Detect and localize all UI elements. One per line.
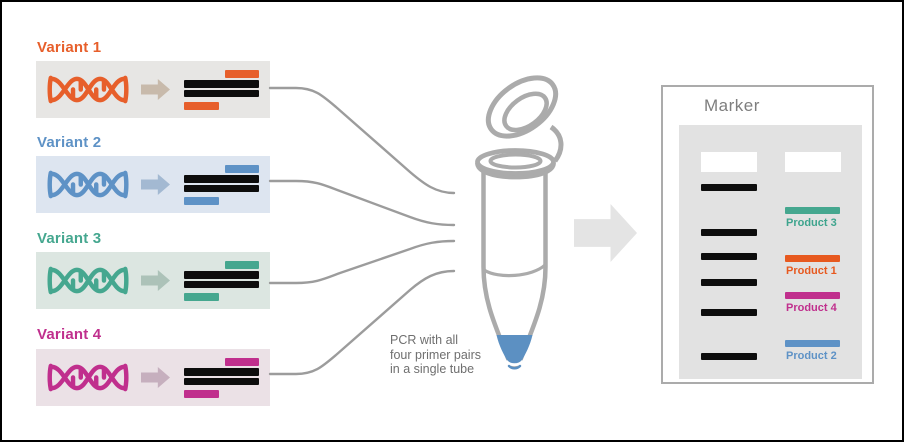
product-1-band <box>785 255 840 262</box>
dna-helix-icon <box>45 266 132 295</box>
gel-well-marker-lane <box>701 152 757 172</box>
pcr-caption: PCR with all four primer pairs in a sing… <box>390 333 520 377</box>
dna-helix-icon <box>45 75 132 104</box>
template-strand-bar <box>184 80 259 88</box>
reverse-primer-bar <box>184 390 219 398</box>
marker-band <box>701 184 757 191</box>
variant-2-panel <box>36 156 270 213</box>
template-strand-bar <box>184 184 259 192</box>
template-strand-bar <box>184 89 259 97</box>
pcr-tube-illustration <box>475 75 564 370</box>
primer-pair-diagram <box>184 358 259 399</box>
variant-4-label: Variant 4 <box>37 326 102 343</box>
template-strand-bar <box>184 271 259 279</box>
gel-result-panel: Marker Product 3 Product 1 Product 4 Pro… <box>661 85 874 384</box>
reverse-primer-bar <box>184 293 219 301</box>
transform-arrow-icon <box>141 270 170 291</box>
variant-1-panel <box>36 61 270 118</box>
gel-title: Marker <box>704 96 760 115</box>
product-1-label: Product 1 <box>786 265 837 277</box>
tube-cap <box>485 75 559 139</box>
primer-pair-diagram <box>184 261 259 302</box>
product-3-label: Product 3 <box>786 217 837 229</box>
tube-body <box>481 167 548 370</box>
transform-arrow-icon <box>141 174 170 195</box>
forward-primer-bar <box>225 358 259 366</box>
marker-band <box>701 309 757 316</box>
product-3-band <box>785 207 840 214</box>
template-strand-bar <box>184 368 259 376</box>
marker-band <box>701 253 757 260</box>
marker-band <box>701 229 757 236</box>
variant-1-label: Variant 1 <box>37 39 102 56</box>
cap-hinge <box>549 124 564 163</box>
gel-area: Product 3 Product 1 Product 4 Product 2 <box>679 125 862 379</box>
forward-primer-bar <box>225 70 259 78</box>
dna-helix-icon <box>45 363 132 392</box>
pcr-caption-line: PCR with all <box>390 333 459 347</box>
product-2-label: Product 2 <box>786 350 837 362</box>
pcr-caption-line: four primer pairs <box>390 347 481 362</box>
product-4-band <box>785 292 840 299</box>
variant-3-panel <box>36 252 270 309</box>
marker-band <box>701 353 757 360</box>
template-strand-bar <box>184 175 259 183</box>
product-4-label: Product 4 <box>786 302 837 314</box>
reverse-primer-bar <box>184 102 219 110</box>
variant-3-label: Variant 3 <box>37 230 102 247</box>
variant-4-panel <box>36 349 270 406</box>
reverse-primer-bar <box>184 197 219 205</box>
forward-primer-bar <box>225 261 259 269</box>
transform-arrow-icon <box>141 367 170 388</box>
product-2-band <box>785 340 840 347</box>
primer-pair-diagram <box>184 70 259 111</box>
dna-helix-icon <box>45 170 132 199</box>
template-strand-bar <box>184 377 259 385</box>
tube-liquid <box>496 335 533 365</box>
marker-band <box>701 279 757 286</box>
pcr-caption-line: in a single tube <box>390 362 475 376</box>
primer-pair-diagram <box>184 165 259 206</box>
transform-arrow-icon <box>141 79 170 100</box>
gel-well-sample-lane <box>785 152 841 172</box>
variant-2-label: Variant 2 <box>37 134 102 151</box>
forward-primer-bar <box>225 165 259 173</box>
template-strand-bar <box>184 280 259 288</box>
